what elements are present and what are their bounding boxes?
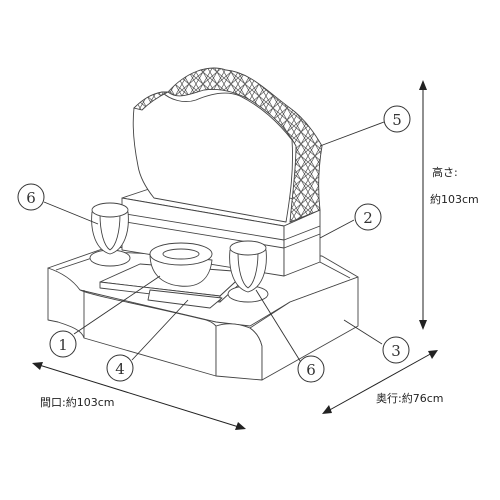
callout-4: 4 — [106, 354, 134, 382]
width-arrow-right — [235, 422, 246, 430]
callout-2: 2 — [354, 203, 382, 231]
callout-6-left: 6 — [17, 183, 45, 211]
callout-6-right-label: 6 — [306, 361, 316, 379]
vase-left-petals — [99, 213, 121, 251]
depth-dimension — [322, 350, 438, 414]
depth-arrow-left — [322, 405, 332, 414]
depth-arrow-line — [325, 351, 435, 413]
middle-stone-band — [125, 213, 321, 241]
depth-arrow-right — [428, 350, 438, 359]
callout-1-label: 1 — [58, 336, 68, 354]
leader-1 — [73, 275, 161, 335]
vase-left-body — [91, 211, 129, 255]
leader-3 — [343, 319, 383, 345]
vase-right-body — [229, 249, 267, 293]
flower-vase-right — [227, 240, 269, 303]
stele-patterned-side — [167, 67, 323, 223]
base-front-face — [47, 267, 217, 377]
middle-stone-right — [283, 209, 321, 277]
callout-3: 3 — [382, 336, 410, 364]
callout-6-left-label: 6 — [26, 189, 36, 207]
width-dimension — [32, 362, 246, 430]
callout-2-label: 2 — [363, 209, 373, 227]
leader-4 — [131, 299, 189, 361]
bowl-hollow — [162, 248, 200, 260]
height-label: 高さ: — [432, 165, 458, 179]
water-bowl — [149, 242, 213, 287]
height-value: 約103cm — [430, 192, 479, 206]
height-arrow-bottom — [419, 320, 427, 330]
leader-lines — [43, 121, 385, 365]
leader-5 — [319, 121, 385, 147]
vase-right-mouth — [229, 240, 267, 256]
callout-5: 5 — [383, 105, 411, 133]
leader-6-right — [255, 289, 303, 365]
plate-step — [147, 289, 223, 309]
callout-3-label: 3 — [391, 342, 401, 360]
callout-5-label: 5 — [392, 111, 402, 129]
leader-2 — [319, 219, 355, 239]
base-right-face — [249, 276, 359, 381]
vase-left-mouth — [91, 202, 129, 218]
height-arrow-top — [419, 80, 427, 90]
height-dimension — [419, 80, 427, 330]
leader-6-left — [43, 201, 99, 225]
stele-front — [132, 91, 293, 223]
middle-stone-band-2 — [125, 221, 321, 249]
callout-1: 1 — [49, 330, 77, 358]
width-arrow-line — [35, 363, 243, 429]
width-label: 間口:約103cm — [40, 395, 114, 409]
callout-6-right: 6 — [297, 355, 325, 383]
stele-top-edge — [133, 91, 169, 111]
width-arrow-left — [32, 362, 43, 370]
vase-right-petals — [237, 251, 259, 289]
depth-label: 奥行:約76cm — [376, 391, 443, 405]
callout-4-label: 4 — [115, 360, 125, 378]
flower-vase-left — [89, 202, 131, 267]
stele — [132, 67, 323, 223]
